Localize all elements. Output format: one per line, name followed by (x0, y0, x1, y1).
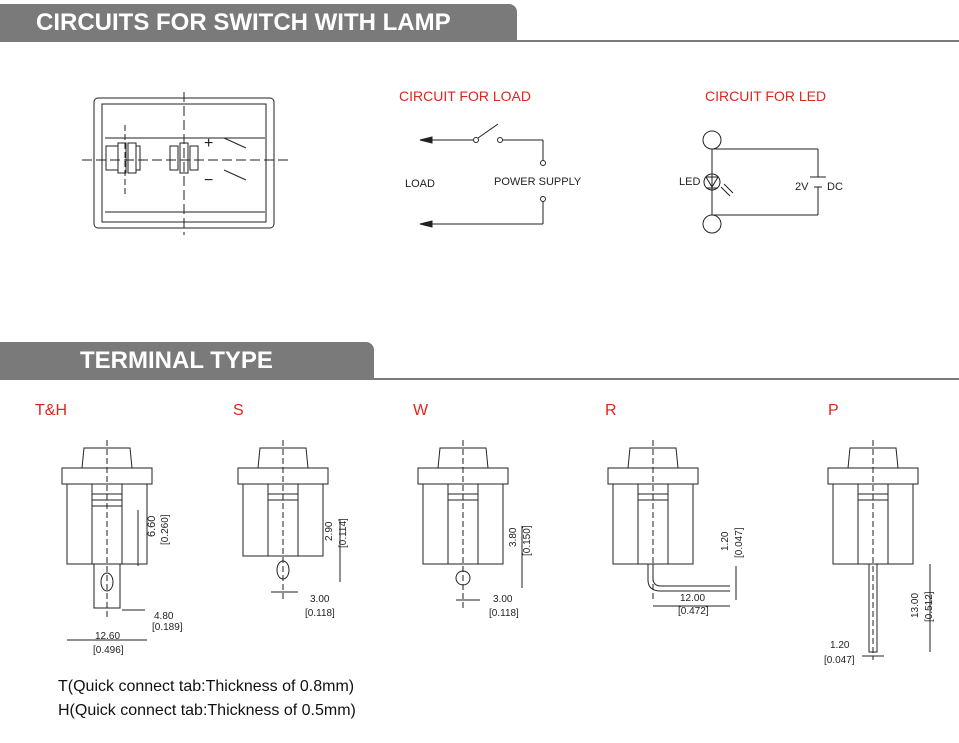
load-circuit-title: CIRCUIT FOR LOAD (399, 88, 531, 104)
terminal-drawing-w (417, 440, 523, 608)
terminal-drawing-s (237, 440, 341, 600)
dim-w-3: 3.00 (493, 594, 513, 605)
load-label: LOAD (405, 178, 435, 190)
terminal-drawing-r (607, 440, 737, 607)
dim-th-5: 12.60 (95, 631, 121, 642)
terminal-type-label-s: S (233, 402, 244, 419)
note-t-thickness: T(Quick connect tab:Thickness of 0.8mm) (58, 678, 355, 695)
terminal-drawing-th (61, 440, 153, 641)
note-h-thickness: H(Quick connect tab:Thickness of 0.5mm) (58, 702, 356, 719)
switch-top-view (82, 92, 290, 235)
dim-r-1: 1.20 (720, 531, 731, 551)
circuits-section-title: CIRCUITS FOR SWITCH WITH LAMP (36, 9, 451, 36)
dim-s-4: [0.118] (305, 608, 335, 619)
plus-sign: + (204, 135, 213, 152)
circuits-header-rule (517, 40, 959, 42)
dim-th-3: 4.80 (154, 611, 174, 622)
circuits-section-header: CIRCUITS FOR SWITCH WITH LAMP (0, 4, 517, 42)
dim-s-3: 3.00 (310, 594, 330, 605)
dim-r-4: [0.472] (678, 606, 709, 617)
terminal-type-label-th: T&H (35, 402, 67, 419)
minus-sign: − (204, 172, 213, 189)
terminal-drawing-p (827, 440, 931, 660)
dim-r-2: [0.047] (734, 527, 745, 558)
dim-r-3: 12.00 (680, 593, 706, 604)
dim-s-2: [0.114] (338, 518, 349, 548)
dim-th-6: [0.496] (93, 645, 124, 656)
terminal-type-label-p: P (828, 402, 839, 419)
dim-w-1: 3.80 (508, 527, 519, 547)
terminal-type-label-r: R (605, 402, 617, 419)
terminal-header-rule (374, 378, 959, 380)
power-supply-label: POWER SUPPLY (494, 176, 582, 188)
dim-th-2: [0.260] (160, 514, 171, 545)
terminal-section-title: TERMINAL TYPE (80, 347, 273, 374)
dim-w-4: [0.118] (489, 608, 519, 619)
dim-p-4: [0.047] (824, 655, 855, 666)
led-label: LED (679, 176, 701, 188)
dim-th-1: 6.60 (146, 515, 158, 537)
terminal-section-header: TERMINAL TYPE (0, 342, 374, 380)
terminal-type-label-w: W (413, 402, 429, 419)
dim-s-1: 2.90 (324, 521, 335, 541)
dim-p-2: [0.512] (924, 591, 935, 622)
dim-p-3: 1.20 (830, 640, 850, 651)
dim-w-2: [0.150] (522, 525, 533, 556)
dim-p-1: 13.00 (910, 592, 921, 618)
dim-th-4: [0.189] (152, 622, 183, 633)
voltage-label: 2V (795, 181, 809, 193)
dc-label: DC (827, 181, 843, 193)
led-circuit-title: CIRCUIT FOR LED (705, 88, 827, 104)
